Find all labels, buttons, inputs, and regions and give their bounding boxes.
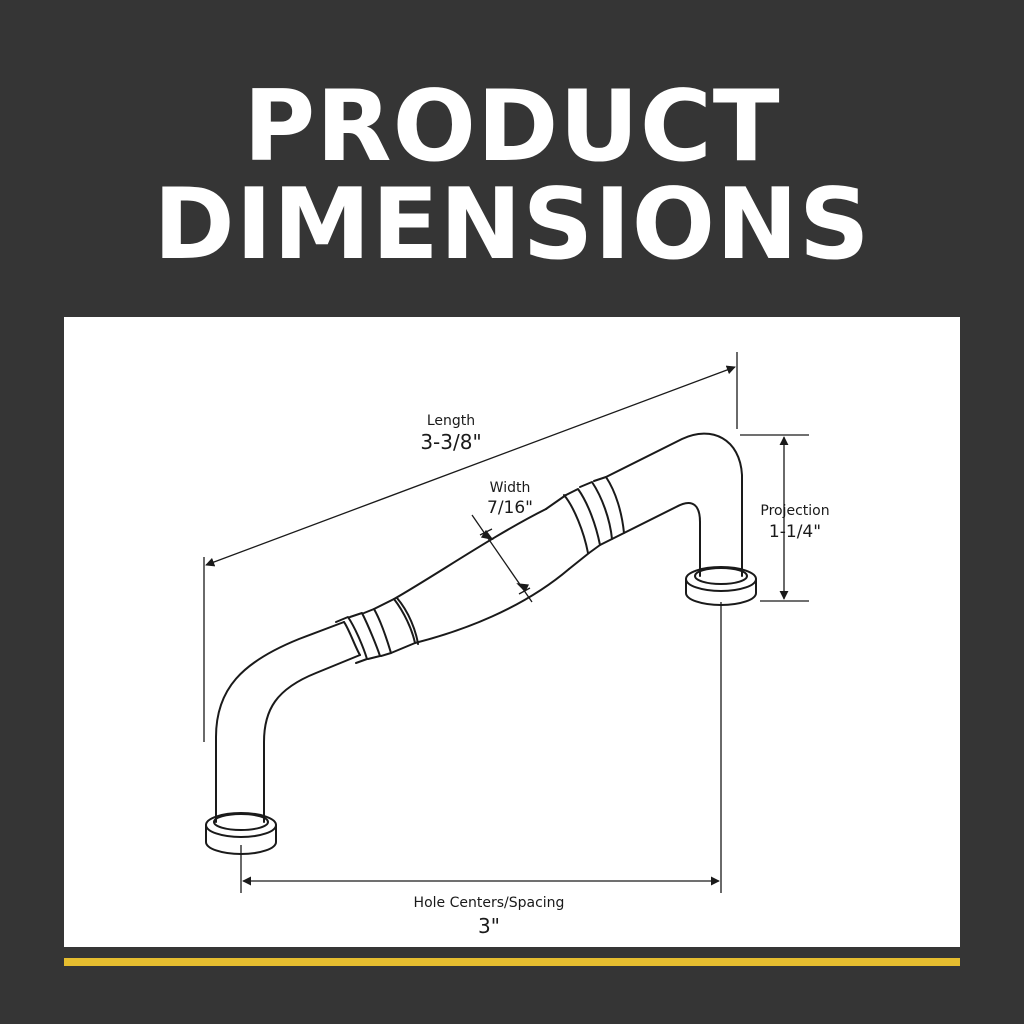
- handle-diagram: Length 3-3/8" Width 7/16" Projection 1-1…: [203, 352, 830, 938]
- title-line-2: DIMENSIONS: [153, 168, 871, 282]
- width-arrowhead-bottom: [516, 583, 530, 593]
- diagram-panel: Length 3-3/8" Width 7/16" Projection 1-1…: [64, 317, 960, 947]
- hole-spacing-value: 3": [478, 914, 500, 938]
- projection-dimension: [740, 434, 809, 602]
- projection-label: Projection: [760, 503, 829, 519]
- length-value: 3-3/8": [420, 430, 481, 454]
- length-dimension: [203, 352, 738, 742]
- width-arrowhead-top: [480, 529, 494, 540]
- projection-value: 1-1/4": [769, 522, 821, 542]
- hole-spacing-dimension: [240, 602, 722, 893]
- title-line-1: PRODUCT: [243, 70, 781, 184]
- width-dimension: [471, 514, 533, 603]
- page-title: PRODUCT DIMENSIONS: [0, 78, 1024, 274]
- accent-divider: [64, 958, 960, 966]
- length-label: Length: [427, 413, 475, 429]
- length-arrow: [205, 365, 736, 567]
- width-value: 7/16": [487, 498, 533, 518]
- drawer-pull-illustration: [205, 432, 757, 855]
- width-label: Width: [490, 480, 531, 496]
- hole-spacing-label: Hole Centers/Spacing: [414, 895, 565, 911]
